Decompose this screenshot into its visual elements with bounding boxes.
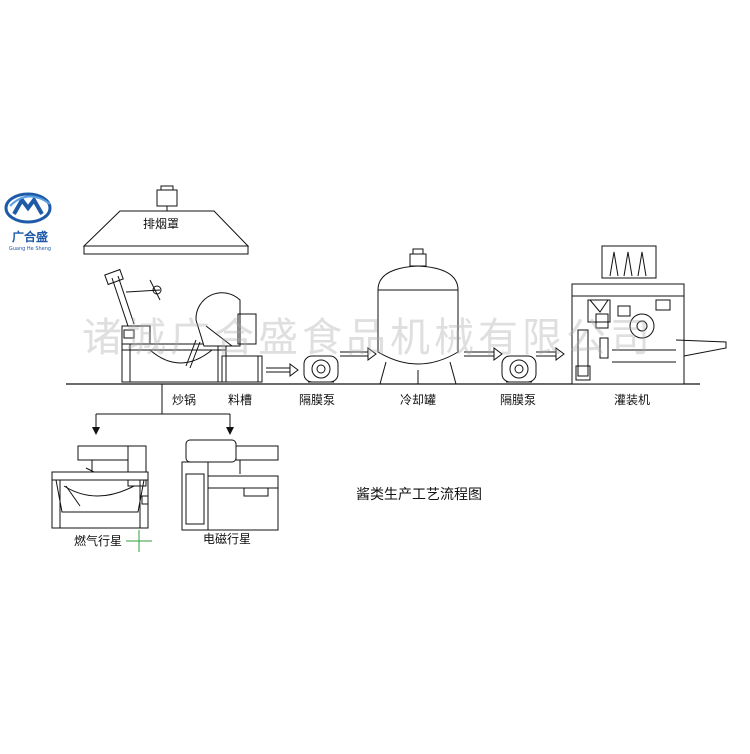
arrow-pump-to-filler (536, 347, 565, 361)
label-filling-machine: 灌装机 (614, 393, 651, 407)
logo-sub-text: Guang He Sheng (8, 246, 52, 252)
label-cooling-tank: 冷却罐 (400, 393, 437, 407)
electric-planetary-mixer (181, 439, 279, 531)
cooling-tank (377, 248, 459, 385)
diaphragm-pump-1 (303, 355, 339, 383)
arrow-trough-to-pump (266, 363, 299, 377)
branch-lines (92, 384, 234, 435)
diagram-title: 酱类生产工艺流程图 (356, 487, 482, 503)
label-pump-2: 隔膜泵 (500, 393, 537, 407)
arrow-tank-to-pump (464, 347, 503, 361)
label-electric-planetary: 电磁行星 (203, 532, 252, 546)
diaphragm-pump-2 (501, 355, 537, 383)
label-wok: 炒锅 (172, 393, 197, 407)
trough (221, 355, 263, 383)
gas-planetary-mixer (51, 445, 149, 529)
label-gas-planetary: 燃气行星 (74, 534, 123, 548)
flow-arrows (266, 347, 565, 377)
arrow-pump-to-tank (340, 347, 377, 361)
label-exhaust-hood: 排烟罩 (143, 217, 180, 231)
logo-brand-text: 广合盛 (11, 230, 48, 244)
filling-machine (571, 245, 727, 385)
logo-emblem (4, 192, 52, 224)
green-cursor-mark (126, 530, 152, 552)
exhaust-hood (82, 185, 250, 255)
label-pump-1: 隔膜泵 (299, 393, 336, 407)
label-trough: 料槽 (228, 393, 253, 407)
